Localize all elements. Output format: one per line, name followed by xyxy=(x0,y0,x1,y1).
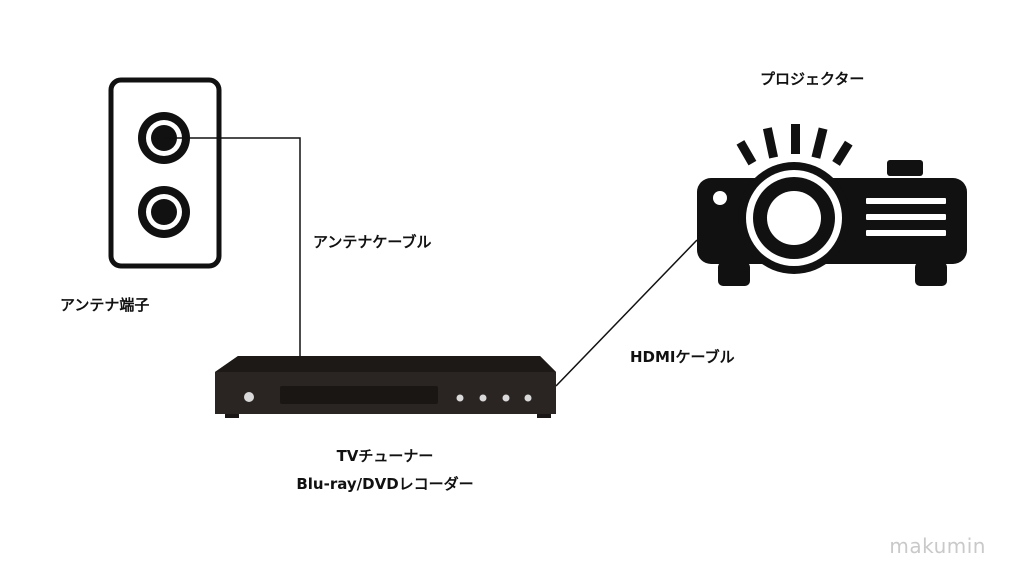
antenna-cable-label: アンテナケーブル xyxy=(313,233,432,251)
tuner-label: TVチューナー Blu-ray/DVDレコーダー xyxy=(250,442,520,498)
hdmi-cable-line xyxy=(555,239,698,387)
tuner-label-line1: TVチューナー xyxy=(336,447,434,465)
tuner-label-line2: Blu-ray/DVDレコーダー xyxy=(296,475,474,493)
hdmi-cable-label: HDMIケーブル xyxy=(630,348,735,366)
antenna-cable-line xyxy=(164,137,301,356)
antenna-terminal-label: アンテナ端子 xyxy=(60,296,150,314)
antenna-terminal-icon xyxy=(108,77,222,269)
tuner-recorder-icon xyxy=(215,356,556,418)
projector-label: プロジェクター xyxy=(760,70,865,88)
watermark-text: makumin xyxy=(889,534,986,558)
projector-icon xyxy=(697,124,967,286)
